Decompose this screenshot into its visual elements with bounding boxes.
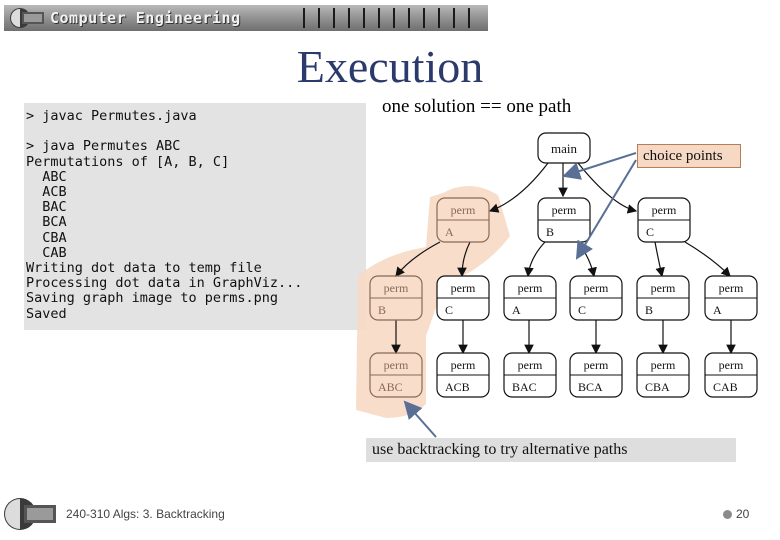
callout-arrows	[403, 152, 637, 438]
node-title: perm	[384, 358, 409, 372]
backtracking-callout: use backtracking to try alternative path…	[366, 438, 736, 462]
node-label: B	[546, 225, 554, 239]
node-title: perm	[451, 203, 476, 217]
node-label: BCA	[578, 380, 603, 394]
node-title: perm	[384, 281, 409, 295]
node-title: perm	[651, 281, 676, 295]
node-title: perm	[652, 203, 677, 217]
node-label: A	[445, 225, 454, 239]
node-label: B	[645, 303, 653, 317]
node-label: A	[713, 303, 722, 317]
footer-course: 240-310 Algs: 3. Backtracking	[66, 507, 225, 521]
root-label: main	[551, 141, 577, 156]
node-title: perm	[584, 281, 609, 295]
banner-decoration-bars	[303, 8, 470, 28]
tree-root-node: main	[537, 132, 591, 164]
node-title: perm	[584, 358, 609, 372]
header-banner: Computer Engineering	[4, 5, 488, 31]
node-title: perm	[451, 358, 476, 372]
highlighted-path	[356, 185, 510, 418]
node-label: BAC	[512, 380, 537, 394]
node-label: A	[512, 303, 521, 317]
node-title: perm	[719, 281, 744, 295]
terminal-output: > javac Permutes.java > java Permutes AB…	[24, 103, 366, 330]
node-label: C	[646, 225, 654, 239]
terminal-text: > javac Permutes.java > java Permutes AB…	[26, 108, 303, 322]
page-number: 20	[736, 507, 750, 521]
node-title: perm	[651, 358, 676, 372]
node-title: perm	[518, 358, 543, 372]
slide-title: Execution	[296, 41, 484, 92]
node-title: perm	[552, 203, 577, 217]
node-label: B	[378, 303, 386, 317]
slide-subtitle: one solution == one path	[382, 96, 572, 117]
node-label: ACB	[445, 380, 470, 394]
footer-logo-icon	[4, 498, 56, 530]
node-label: ABC	[378, 380, 403, 394]
node-label: C	[578, 303, 586, 317]
node-title: perm	[518, 281, 543, 295]
node-title: perm	[451, 281, 476, 295]
banner-title: Computer Engineering	[50, 9, 241, 27]
node-label: C	[445, 303, 453, 317]
node-label: CAB	[713, 380, 738, 394]
node-label: CBA	[645, 380, 670, 394]
node-title: perm	[719, 358, 744, 372]
bullet-icon	[723, 510, 732, 519]
computer-engineering-logo-icon	[10, 8, 44, 28]
choice-points-callout: choice points	[637, 144, 741, 168]
